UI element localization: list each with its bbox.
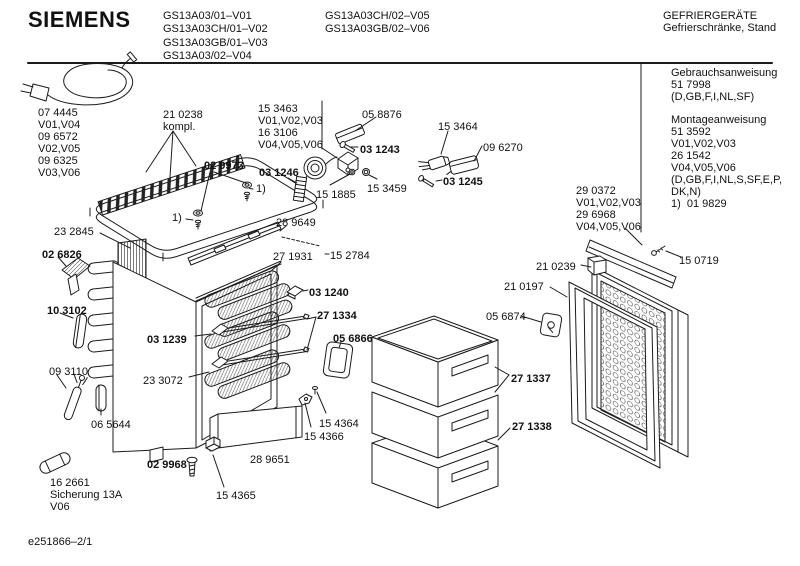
left-parts-drawing (39, 257, 107, 474)
part-label-09-6270: 09 6270 (483, 142, 523, 154)
part-label-15-0719: 15 0719 (679, 255, 719, 267)
part-label-29-0372: 29 0372 V01,V02,V03 29 6968 V04,V05,V06 (576, 185, 641, 233)
rails-drawing (187, 221, 321, 369)
part-label-10-3102: 10 3102 (47, 305, 87, 317)
part-label-09-3110: 09 3110 (49, 366, 88, 378)
part-label-note-1-a: 1) (256, 183, 266, 195)
part-label-21-0197: 21 0197 (504, 281, 544, 293)
category-title: GEFRIERGERÄTE Gefrierschränke, Stand (663, 10, 777, 34)
part-label-15-4366: 15 4366 (304, 431, 344, 443)
part-label-15-3463: 15 3463 V01,V02,V03 16 3106 V04,V05,V06 (258, 103, 323, 151)
part-label-28-9649: 28 9649 (276, 217, 316, 229)
info-note: 1) 01 9829 (671, 198, 727, 210)
header-rule (27, 62, 773, 233)
door-drawing (539, 239, 689, 469)
part-label-15-4364: 15 4364 (319, 418, 359, 430)
base-parts-drawing (205, 386, 318, 452)
thermostat-drawing (292, 123, 480, 203)
part-label-03-1243: 03 1243 (360, 144, 400, 156)
part-label-03-1240: 03 1240 (309, 287, 349, 299)
leader-lines (56, 100, 682, 488)
info-usage: Gebrauchsanweisung 51 7998 (D,GB,F,I,NL,… (671, 67, 778, 103)
part-label-03-1246: 03 1246 (259, 167, 299, 179)
small-frame-drawing (322, 341, 354, 379)
part-label-16-2661: 16 2661 Sicherung 13A V06 (50, 477, 123, 513)
part-label-27-1931: 27 1931 (273, 251, 313, 263)
model-list-2: GS13A03CH/02–V05 GS13A03GB/02–V06 (325, 10, 430, 36)
part-label-21-0239: 21 0239 (536, 261, 576, 273)
part-label-02-6826: 02 6826 (42, 249, 82, 261)
document-number: e251866–2/1 (28, 536, 93, 548)
part-label-15-4365: 15 4365 (216, 490, 256, 502)
part-label-27-1338: 27 1338 (512, 421, 552, 433)
part-label-03-1239: 03 1239 (147, 334, 187, 346)
part-label-note-1-b: 1) (172, 212, 182, 224)
part-label-27-1334: 27 1334 (317, 310, 357, 322)
part-label-21-0238: 21 0238 kompl. (163, 109, 203, 133)
part-label-15-3464: 15 3464 (438, 121, 478, 133)
part-label-03-1245: 03 1245 (443, 176, 483, 188)
brand-logo: SIEMENS (28, 7, 131, 32)
part-label-15-2784: 15 2784 (330, 250, 370, 262)
part-label-15-3459: 15 3459 (367, 183, 407, 195)
part-label-06-5644: 06 5644 (91, 419, 131, 431)
part-label-07-4445: 07 4445 V01,V04 09 6572 V02,V05 09 6325 … (38, 107, 81, 179)
power-cord-drawing (20, 51, 138, 106)
model-list-1: GS13A03/01–V01 GS13A03CH/01–V02 GS13A03G… (163, 10, 268, 62)
part-label-02-9968: 02 9968 (147, 459, 187, 471)
info-mounting: Montageanweisung 51 3592 V01,V02,V03 26 … (671, 114, 783, 198)
lid-drawing (89, 154, 324, 262)
part-label-05-6866: 05 6866 (333, 333, 373, 345)
drawer-drawing (371, 315, 499, 509)
part-label-02-9973: 02 9973 (204, 160, 244, 172)
part-label-05-6874: 05 6874 (486, 311, 526, 323)
part-label-28-9651: 28 9651 (250, 454, 290, 466)
part-label-15-1885: 15 1885 (316, 189, 356, 201)
part-label-23-2845: 23 2845 (54, 226, 94, 238)
part-label-23-3072: 23 3072 (143, 375, 183, 387)
part-label-05-8876: 05 8876 (362, 109, 402, 121)
part-label-27-1337: 27 1337 (511, 373, 551, 385)
